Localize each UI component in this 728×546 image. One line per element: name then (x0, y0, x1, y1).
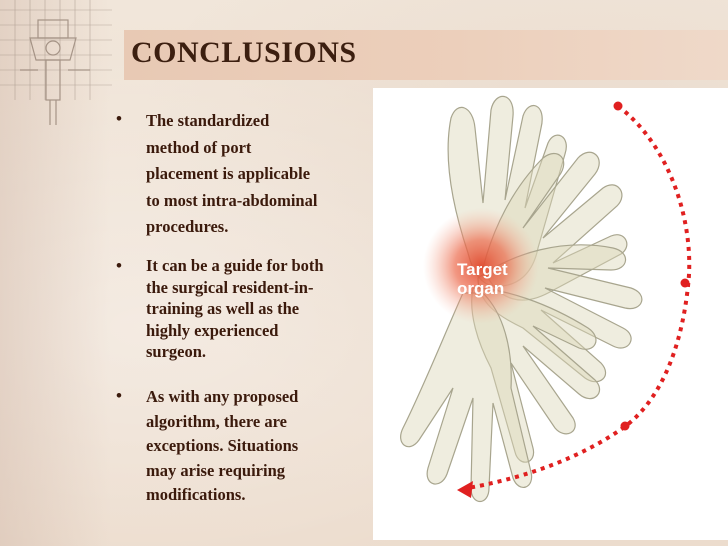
target-organ-glow (423, 208, 539, 324)
bullet-line: training as well as the (146, 299, 300, 318)
target-label-line: Target (457, 260, 508, 279)
bullet-marker: • (116, 386, 122, 405)
hand-outline (471, 287, 601, 463)
bullet-line: exceptions. Situations (146, 436, 299, 455)
bullet-item: • It can be a guide for both the surgica… (116, 255, 376, 363)
bullet-line: highly experienced (146, 320, 279, 340)
bullet-marker: • (116, 256, 122, 275)
bullet-line: may arise requiring (146, 460, 286, 480)
bullet-line: The standardized (146, 111, 270, 130)
bullet-line: procedures. (146, 217, 229, 236)
bullet-line: to most intra-abdominal (146, 190, 318, 210)
slide-title: CONCLUSIONS (131, 36, 357, 69)
port-marker (613, 101, 623, 111)
decorative-left-strip (0, 0, 110, 546)
bullet-marker: • (116, 109, 122, 128)
bullet-line: It can be a guide for both (146, 256, 324, 275)
bullet-line: surgeon. (146, 342, 207, 361)
port-marker (620, 421, 630, 431)
hand-outline (400, 292, 533, 503)
blueprint-sketch-decoration (0, 0, 112, 125)
bullet-item: • The standardized method of port placem… (116, 108, 376, 241)
port-placement-figure (373, 88, 728, 540)
bullet-line: As with any proposed (146, 387, 299, 406)
bullet-text: It can be a guide for both the surgical … (146, 255, 324, 363)
bullet-line: algorithm, there are (146, 411, 287, 431)
bullet-line: the surgical resident-in- (146, 277, 314, 297)
bullet-line: method of port (146, 137, 252, 157)
target-organ-label: Target organ (457, 260, 508, 298)
bullet-line: placement is applicable (146, 164, 311, 183)
bullet-text: As with any proposed algorithm, there ar… (146, 385, 298, 508)
target-label-line: organ (457, 279, 505, 298)
port-marker (680, 278, 690, 288)
bullet-item: • As with any proposed algorithm, there … (116, 385, 376, 508)
title-bar (124, 30, 728, 80)
port-arc-dotted-line (467, 104, 692, 490)
arrowhead (457, 481, 473, 498)
bullet-line: modifications. (146, 485, 246, 504)
bullet-text: The standardized method of port placemen… (146, 108, 317, 241)
